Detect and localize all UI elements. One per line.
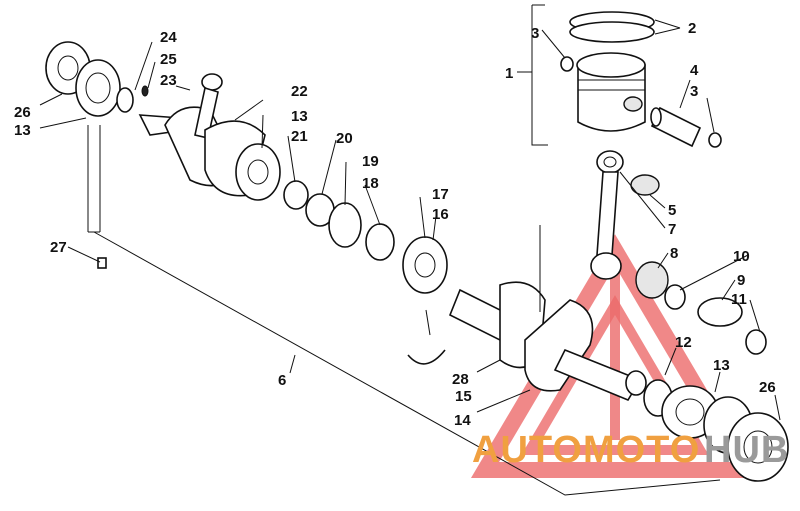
callout-9: 9 [737, 272, 745, 289]
callout-11: 11 [731, 291, 747, 308]
callout-2: 2 [688, 20, 696, 37]
callout-3-top: 3 [531, 25, 539, 42]
callout-22: 22 [291, 83, 308, 100]
watermark-text-b: HUB [704, 429, 789, 471]
callout-13-left: 13 [14, 122, 31, 139]
callout-21: 21 [291, 128, 308, 145]
callout-27: 27 [50, 239, 67, 256]
callout-3-right: 3 [690, 83, 698, 100]
callout-numbers: 1 2 3 3 4 5 6 7 8 9 10 11 12 13 13 13 14… [14, 20, 776, 429]
callout-4: 4 [690, 62, 699, 79]
callout-28: 28 [452, 371, 469, 388]
callout-5: 5 [668, 202, 676, 219]
callout-26-right: 26 [759, 379, 776, 396]
callout-18: 18 [362, 175, 379, 192]
callout-7: 7 [668, 221, 676, 238]
callout-13-top: 13 [291, 108, 308, 125]
callout-14: 14 [454, 412, 471, 429]
lower-right-bearings [643, 347, 789, 482]
crankshaft-center [425, 225, 647, 413]
callout-1: 1 [505, 65, 513, 82]
callout-15: 15 [455, 388, 472, 405]
callout-25: 25 [160, 51, 177, 68]
callout-10: 10 [733, 248, 750, 265]
callout-23: 23 [160, 72, 177, 89]
callout-24: 24 [160, 29, 177, 46]
watermark-text-a: AUTOMOTO [472, 429, 700, 471]
callout-19: 19 [362, 153, 379, 170]
callout-20: 20 [336, 130, 353, 147]
callout-16: 16 [432, 206, 449, 223]
connecting-rod-right [590, 150, 767, 355]
callout-8: 8 [670, 245, 678, 262]
callout-17: 17 [432, 186, 449, 203]
left-crankshaft-group [39, 41, 721, 496]
callout-12: 12 [675, 334, 692, 351]
watermark-wordmark: AUTOMOTO HUB [472, 429, 789, 471]
callout-26-left: 26 [14, 104, 31, 121]
callout-6: 6 [278, 372, 286, 389]
piston-group [517, 4, 722, 148]
callout-13-right: 13 [713, 357, 730, 374]
